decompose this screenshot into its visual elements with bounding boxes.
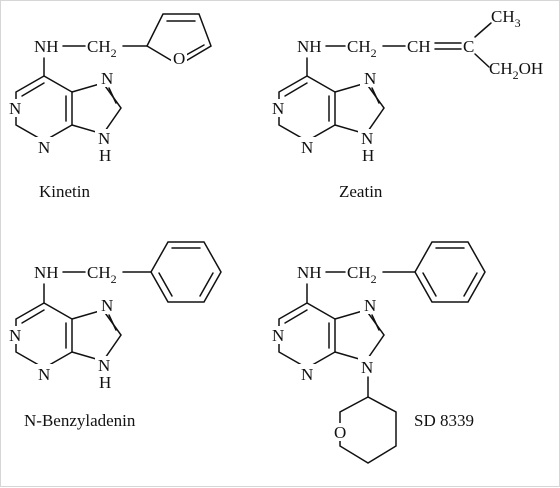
ch2-label: CH2: [347, 37, 377, 60]
n9-atom: N: [361, 129, 373, 148]
n1-atom: N: [9, 326, 21, 345]
double-bond: [463, 272, 478, 297]
benzene-ring: [414, 241, 486, 303]
double-bond: [108, 87, 117, 104]
double-bond: [21, 309, 45, 324]
n3-atom: N: [38, 138, 50, 157]
benzene-ring: [150, 241, 222, 303]
n7-atom: N: [101, 296, 113, 315]
bond: [474, 53, 490, 68]
double-bond: [371, 87, 380, 104]
ch2oh-label: CH2OH: [489, 59, 543, 82]
double-bond: [158, 272, 173, 297]
nh-label: NH: [34, 37, 59, 56]
ch-label: CH: [407, 37, 431, 56]
pyrimidine-ring: [278, 75, 336, 142]
imidazole-ring: [334, 309, 385, 362]
h9-atom: H: [99, 373, 111, 392]
nh-label: NH: [297, 37, 322, 56]
oxygen-atom: O: [173, 49, 185, 68]
bond: [474, 22, 492, 38]
imidazole-ring: [334, 82, 385, 135]
double-bond: [21, 82, 45, 97]
c-label: C: [463, 37, 474, 56]
zeatin-structure: NH CH2 CH C CH3 CH2OH N N N N H Zeatin: [269, 7, 543, 201]
h9-atom: H: [362, 146, 374, 165]
n9-atom: N: [361, 358, 373, 377]
h9-atom: H: [99, 146, 111, 165]
double-bond: [284, 309, 308, 324]
nh-label: NH: [297, 263, 322, 282]
benzyladenin-structure: NH CH2 N N N N H N-Benzyladenin: [6, 241, 222, 430]
caption-sd8339: SD 8339: [414, 411, 474, 430]
double-bond: [371, 314, 380, 331]
n9-atom: N: [98, 356, 110, 375]
sd8339-structure: NH CH2 O N N N N SD 8339: [269, 241, 486, 464]
n7-atom: N: [364, 296, 376, 315]
imidazole-ring: [71, 82, 122, 135]
double-bond: [108, 314, 117, 331]
n3-atom: N: [301, 365, 313, 384]
n7-atom: N: [101, 69, 113, 88]
n1-atom: N: [272, 99, 284, 118]
n1-atom: N: [272, 326, 284, 345]
n3-atom: N: [38, 365, 50, 384]
nh-label: NH: [34, 263, 59, 282]
n1-atom: N: [9, 99, 21, 118]
n9-atom: N: [98, 129, 110, 148]
imidazole-ring: [71, 309, 122, 362]
pyrimidine-ring: [15, 302, 73, 369]
oxygen-atom: O: [334, 423, 346, 442]
double-bond: [284, 82, 308, 97]
caption-benzyladenin: N-Benzyladenin: [24, 411, 136, 430]
ch2-label: CH2: [347, 263, 377, 286]
double-bond: [199, 272, 214, 297]
pyrimidine-ring: [278, 302, 336, 369]
ch2-label: CH2: [87, 37, 117, 60]
ch2-label: CH2: [87, 263, 117, 286]
n3-atom: N: [301, 138, 313, 157]
kinetin-structure: NH CH2 O N N N N H Kinetin: [6, 13, 212, 201]
double-bond: [422, 272, 437, 297]
pyrimidine-ring: [15, 75, 73, 142]
ch3-label: CH3: [491, 7, 521, 30]
tetrahydropyran-ring: [339, 396, 397, 464]
caption-zeatin: Zeatin: [339, 182, 383, 201]
n7-atom: N: [364, 69, 376, 88]
caption-kinetin: Kinetin: [39, 182, 90, 201]
